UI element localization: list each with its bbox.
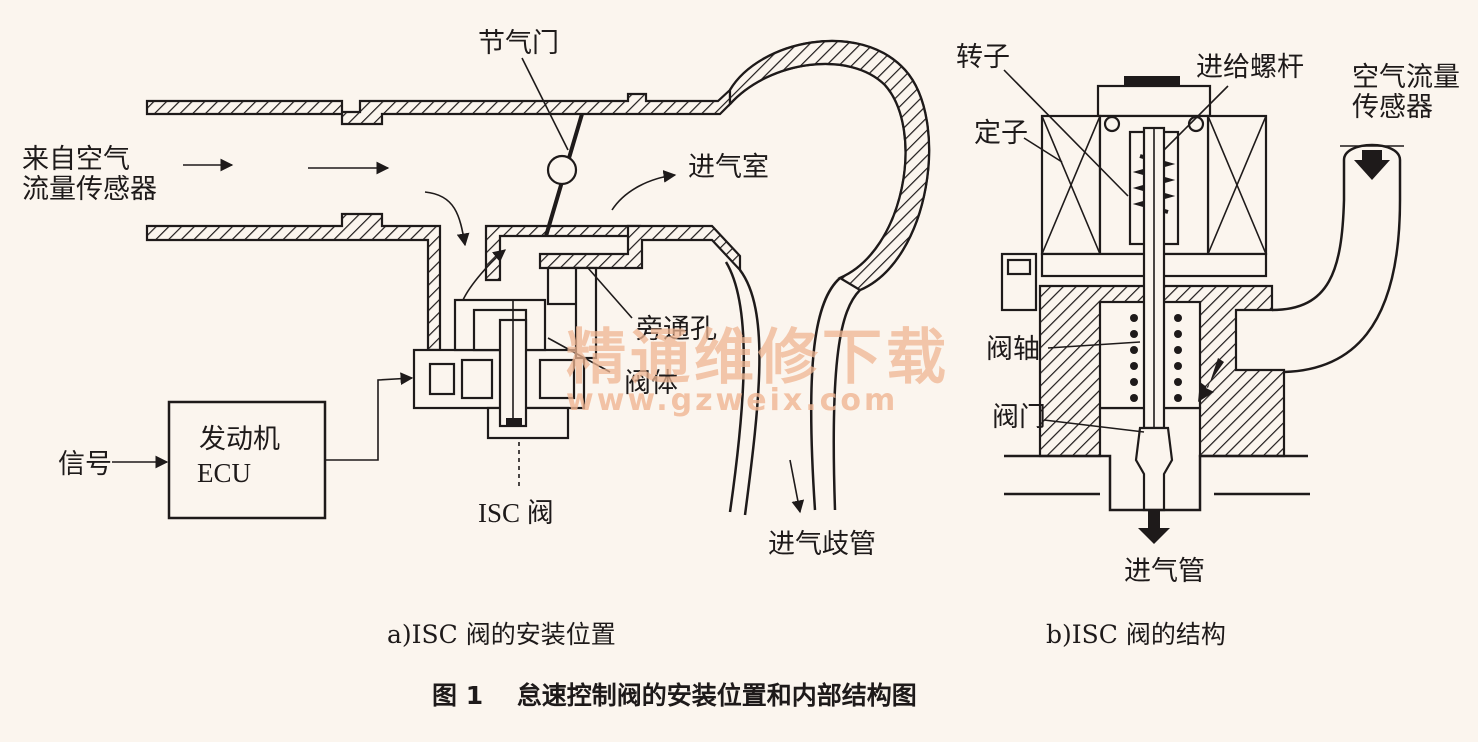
watermark-line2: www.gzweix.com [566, 383, 898, 418]
label-stator: 定子 [974, 118, 1028, 149]
manifold-pipe-left-outer [738, 269, 761, 516]
stator-leader [1023, 137, 1063, 163]
rotor-leader [1003, 69, 1129, 197]
flow-arrow-chamber [611, 170, 677, 211]
label-intake-pipe: 进气管 [1124, 556, 1205, 587]
feed-screw-leader [1163, 85, 1229, 151]
valve-leader [1043, 419, 1145, 433]
label-valve-body: 阀体 [624, 368, 678, 399]
label-intake-chamber: 进气室 [688, 152, 769, 183]
flow-arrow-bypass [424, 191, 470, 247]
valve-shaft-leader [1047, 341, 1141, 349]
label-feed-screw: 进给螺杆 [1196, 52, 1304, 83]
manifold-pipe-inner [729, 62, 907, 511]
internal-flow-arrow [1198, 358, 1224, 402]
watermark-line1: 精通维修下载 [566, 323, 950, 393]
label-from-afm-line1: 来自空气 [22, 144, 130, 175]
duct-lower-wall [145, 212, 442, 352]
caption-b: b)ISC 阀的结构 [1046, 620, 1226, 649]
stator-coil-right [1206, 114, 1268, 256]
label-bypass: 旁通孔 [636, 314, 717, 345]
stator-coil-left [1040, 114, 1102, 256]
label-valve: 阀门 [992, 402, 1046, 433]
valve-housing-top [1096, 84, 1212, 118]
label-ecu-line1: 发动机 [199, 424, 280, 455]
label-rotor: 转子 [956, 42, 1010, 73]
bypass-leader [587, 267, 633, 319]
return-spring [1130, 314, 1182, 402]
air-inlet-pipe-outer [1271, 143, 1402, 374]
afm-flow-arrow [1354, 150, 1390, 180]
diagram-a-isc-installation: 节气门 来自空气 流量传感器 进气室 旁通孔 阀体 发动机 ECU 信号 ISC… [22, 28, 931, 649]
duct-upper-wall [145, 87, 732, 126]
outlet-flow-arrow [1138, 510, 1170, 544]
diagram-b-isc-structure: 转子 进给螺杆 定子 空气流量 传感器 阀轴 阀门 进气管 b)ISC 阀的结构 [956, 42, 1460, 649]
label-ecu-line2: ECU [197, 458, 251, 488]
ecu-signal-line [325, 372, 414, 461]
label-valve-shaft: 阀轴 [986, 334, 1040, 365]
manifold-hatch-band [728, 40, 931, 292]
throttle-leader [521, 57, 569, 151]
label-isc-valve: ISC 阀 [478, 498, 554, 528]
valve-body-leader [547, 337, 611, 373]
label-manifold: 进气歧管 [768, 529, 876, 560]
label-signal: 信号 [58, 449, 112, 480]
flow-arrow-manifold [789, 459, 805, 514]
valve-top-cap [1124, 76, 1180, 86]
flow-arrow-bypass-2 [462, 249, 506, 301]
manifold-pipe-left-inner [724, 261, 745, 513]
throttle-shaft [546, 154, 578, 186]
figure-title: 图 1 怠速控制阀的安装位置和内部结构图 [432, 681, 917, 710]
label-afm-line1: 空气流量 [1352, 62, 1460, 93]
watermark: 精通维修下载 www.gzweix.com [566, 323, 950, 418]
isc-valve-body [412, 266, 598, 440]
caption-a: a)ISC 阀的安装位置 [387, 620, 616, 649]
label-afm-line2: 传感器 [1352, 92, 1433, 123]
bearing-top-left [1103, 115, 1121, 133]
label-throttle: 节气门 [478, 28, 559, 59]
valve-head [1134, 426, 1174, 512]
label-from-afm-line2: 流量传感器 [22, 174, 157, 205]
